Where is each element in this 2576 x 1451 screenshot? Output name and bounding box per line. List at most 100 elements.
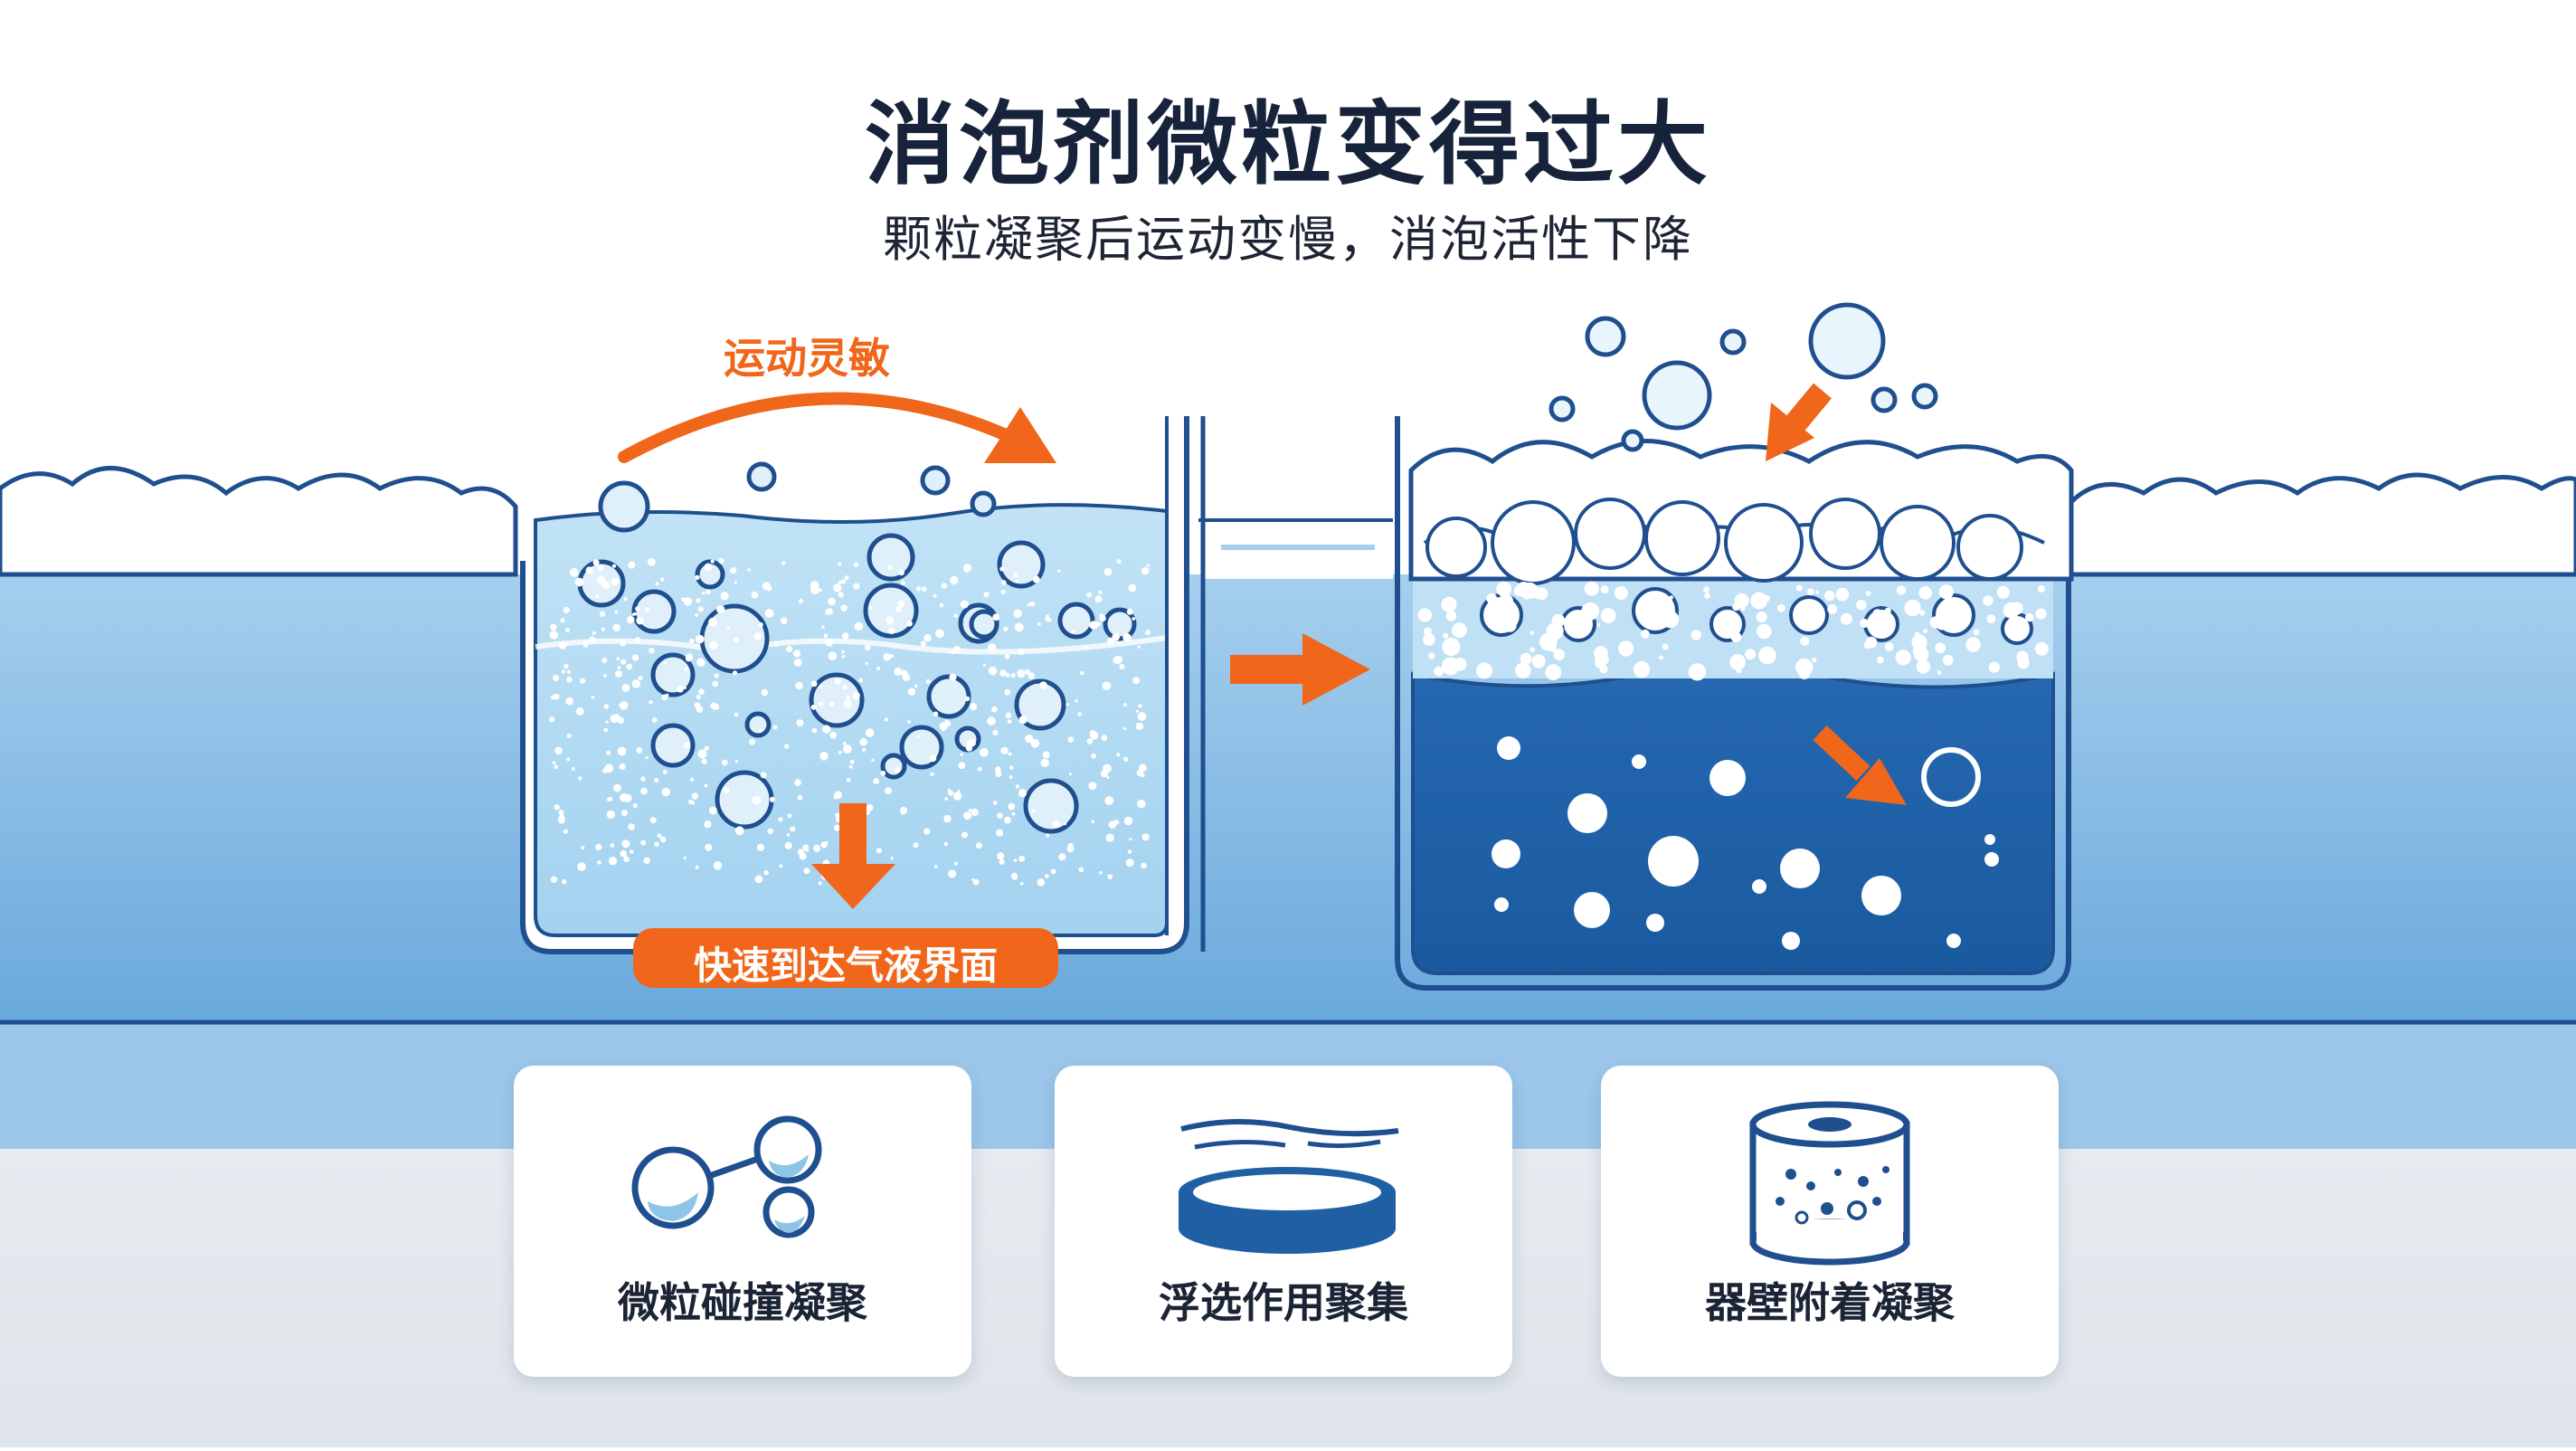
particle-dot — [626, 663, 633, 670]
particle-dot — [616, 657, 620, 660]
particle-dot — [876, 848, 883, 854]
particle-dot — [763, 869, 769, 876]
particle-dot — [829, 701, 835, 707]
particle-dot — [696, 706, 704, 713]
particle-dot — [597, 860, 601, 865]
particle-dot — [1107, 637, 1115, 646]
particle-dot — [696, 598, 701, 603]
particle-dot — [1116, 559, 1122, 564]
sunken-particle — [1574, 892, 1610, 928]
particle-dot — [703, 761, 707, 764]
particle-dot — [923, 634, 932, 642]
foam-dot — [1669, 595, 1674, 600]
foam-dot — [1423, 633, 1435, 646]
bubble — [1103, 607, 1137, 641]
particle-dot — [825, 840, 829, 845]
particle-dot — [558, 640, 567, 650]
particle-dot — [1005, 672, 1010, 678]
sunken-particle — [1497, 736, 1520, 760]
particle-dot — [957, 790, 961, 793]
rising-bubble — [1642, 360, 1712, 431]
particle-dot — [1091, 820, 1094, 823]
particle-dot — [754, 875, 763, 884]
foam-dot — [1877, 656, 1884, 664]
motion-arc-arrow — [618, 392, 1010, 463]
bubble — [926, 674, 971, 719]
foam-dot — [1703, 586, 1709, 593]
particle-dot — [1005, 712, 1012, 719]
particle-dot — [953, 861, 958, 866]
particle-dot — [876, 666, 881, 670]
particle-dot — [838, 562, 842, 566]
rising-bubble — [1621, 429, 1644, 452]
particle-dot — [1135, 709, 1140, 713]
particle-dot — [1112, 632, 1120, 641]
top-right-arrowhead — [1766, 403, 1814, 461]
particle-dot — [781, 561, 786, 565]
foam-dot — [2035, 608, 2047, 620]
particle-dot — [617, 666, 621, 669]
particle-dot — [1068, 773, 1072, 776]
particle-dot — [923, 828, 931, 835]
particle-dot — [686, 656, 691, 662]
foam-dot — [1935, 642, 1946, 654]
foam-dot — [1937, 620, 1945, 628]
particle-dot — [562, 879, 567, 885]
particle-dot — [1004, 689, 1011, 696]
particle-dot — [1029, 601, 1036, 607]
particle-dot — [620, 810, 628, 817]
particle-dot — [661, 787, 670, 797]
particle-dot — [1042, 751, 1050, 759]
particle-dot — [595, 843, 602, 851]
particle-dot — [1025, 669, 1030, 675]
foam-dot — [1870, 619, 1880, 629]
particle-dot — [977, 766, 982, 772]
particle-dot — [557, 816, 565, 824]
particle-dot — [611, 577, 620, 586]
particle-dot — [854, 621, 864, 631]
particle-dot — [1031, 809, 1036, 813]
particle-dot — [907, 720, 911, 724]
particle-dot — [963, 811, 972, 820]
particle-dot — [1014, 622, 1024, 632]
particle-dot — [605, 750, 611, 755]
particle-dot — [572, 767, 575, 771]
particle-dot — [1128, 583, 1137, 593]
particle-dot — [944, 797, 949, 801]
particle-dot — [734, 759, 739, 763]
particle-dot — [756, 843, 765, 852]
particle-dot — [906, 621, 913, 627]
bubble — [746, 461, 777, 492]
particle-dot — [1017, 648, 1025, 656]
orange-arrows — [618, 383, 1907, 909]
particle-dot — [1057, 569, 1061, 573]
bubble — [969, 609, 999, 640]
particle-dot — [880, 770, 886, 776]
particle-dot — [688, 799, 694, 805]
particle-dot — [810, 704, 817, 710]
foam-dot — [1637, 611, 1648, 621]
particle-dot — [953, 613, 959, 618]
rising-bubble — [1585, 316, 1626, 357]
particle-dot — [1000, 580, 1007, 585]
particle-dot — [933, 593, 937, 598]
particle-dot — [1012, 875, 1018, 880]
particle-dot — [635, 606, 640, 612]
particle-dot — [683, 856, 687, 859]
particle-dot — [1032, 575, 1040, 583]
particle-dot — [645, 756, 649, 760]
particle-dot — [610, 843, 615, 848]
particle-dot — [1000, 589, 1006, 595]
particle-dot — [810, 680, 818, 688]
foam-dot — [1827, 604, 1838, 614]
particle-dot — [1066, 845, 1075, 853]
particle-dot — [907, 688, 916, 696]
foam-bubble — [1425, 517, 1487, 578]
particle-dot — [865, 644, 871, 651]
foam-dot — [1923, 629, 1928, 634]
particle-dot — [790, 826, 796, 832]
particle-dot — [987, 716, 996, 726]
foam-dot — [1860, 618, 1870, 629]
particle-dot — [734, 712, 739, 717]
particle-dot — [649, 700, 653, 705]
